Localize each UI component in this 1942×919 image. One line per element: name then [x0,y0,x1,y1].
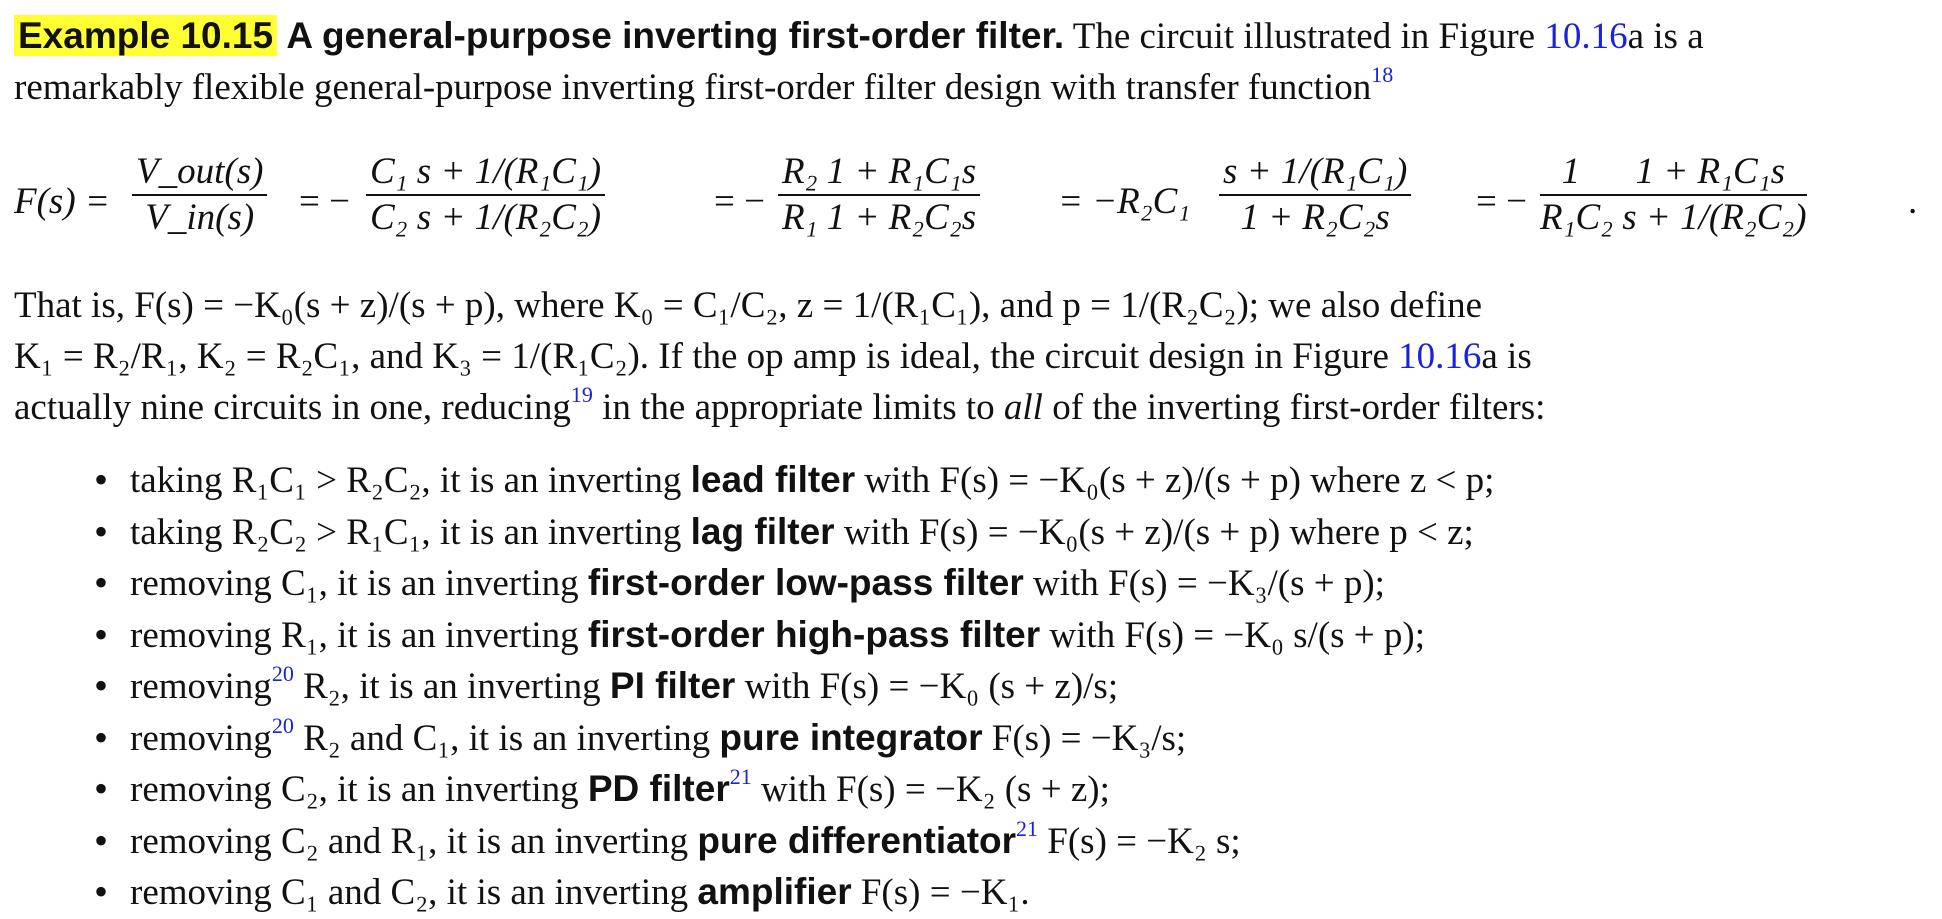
footnote-21-link[interactable]: 21 [1016,815,1039,841]
figure-ref-link-2[interactable]: 10.16 [1398,336,1482,377]
para2-line-2a: K₁ = R₂/R₁, K₂ = R₂C₁, and K₃ = 1/(R₁C₂)… [14,336,1389,377]
item-text: removing C₂ and R₁, it is an inverting [130,820,698,862]
emphasis-all: all [1003,387,1043,428]
para2-line-3b: in the appropriate limits to [592,387,995,428]
list-item: taking R₂C₂ > R₁C₁, it is an inverting l… [94,507,1494,559]
para2-line-3: actually nine circuits in one, reducing1… [14,382,1928,433]
para2-line-2b: a is [1481,336,1532,377]
footnote-18-link[interactable]: 18 [1371,62,1394,87]
para2-line-1: That is, F(s) = −K₀(s + z)/(s + p), wher… [14,285,1482,326]
footnote-20-link[interactable]: 20 [271,712,294,738]
eq-f2-denominator: C₂ s + 1/(R₂C₂) [370,197,602,238]
item-term: lead filter [690,459,856,500]
eq-fraction-2: C₁ s + 1/(R₁C₁) C₂ s + 1/(R₂C₂) [366,150,606,240]
list-item: removing C₁, it is an inverting first-or… [94,558,1494,610]
item-term: pure differentiator [697,819,1017,861]
example-label: Example 10.15 [14,15,278,56]
item-formula: with F(s) = −K₂ (s + z); [751,769,1110,810]
eq-fraction-4: s + 1/(R₁C₁) 1 + R₂C₂s [1219,150,1412,240]
eq-sign-4: = −R₂C₁ [1058,181,1191,222]
item-term: first-order high-pass filter [587,613,1041,655]
item-term: PD filter [587,768,730,809]
item-formula: with F(s) = −K₀ s/(s + p); [1040,614,1426,656]
item-formula: F(s) = −K₃/s; [982,717,1187,759]
para2-line-2: K₁ = R₂/R₁, K₂ = R₂C₁, and K₃ = 1/(R₁C₂)… [14,331,1928,382]
item-term: pure integrator [719,716,983,758]
item-text-mid: R₂, it is an inverting [293,666,610,707]
item-formula: with F(s) = −K₃/(s + p); [1023,563,1385,604]
item-text: removing [130,717,272,759]
eq-fraction-1: V_out(s) V_in(s) [132,150,268,240]
eq-f1-numerator: V_out(s) [132,150,268,196]
eq-f4-denominator: 1 + R₂C₂s [1240,197,1390,238]
eq-f5-numerator: 1 1 + R₁C₁s [1540,150,1807,196]
item-text: removing [130,666,272,707]
eq-sign-3: = − [714,181,765,222]
eq-f2-numerator: C₁ s + 1/(R₁C₁) [366,150,606,196]
example-title: A general-purpose inverting first-order … [286,15,1065,56]
intro-text-a: The circuit illustrated in Figure [1072,16,1536,57]
list-item: removing20 R₂ and C₁, it is an inverting… [94,713,1494,765]
intro-text-b: a is a [1627,16,1704,57]
footnote-19-link[interactable]: 19 [570,382,593,407]
eq-f5-denominator: R₁C₂ s + 1/(R₂C₂) [1540,197,1807,238]
para2-line-3a: actually nine circuits in one, reducing [14,387,571,428]
eq-sign-2: = − [299,181,350,222]
eq-f3-numerator: R₂ 1 + R₁C₁s [778,150,981,196]
list-item: removing C₂, it is an inverting PD filte… [94,764,1494,816]
filter-list: taking R₁C₁ > R₂C₂, it is an inverting l… [94,455,1494,919]
item-text: removing C₁, it is an inverting [130,563,588,604]
paragraph-2: That is, F(s) = −K₀(s + z)/(s + p), wher… [14,280,1928,433]
eq-sign-5: = − [1476,181,1527,222]
eq-fraction-3: R₂ 1 + R₁C₁s R₁ 1 + R₂C₂s [778,150,981,240]
intro-text-line2: remarkably flexible general-purpose inve… [14,67,1372,108]
item-term: lag filter [690,510,835,552]
item-text: taking R₁C₁ > R₂C₂, it is an inverting [130,460,691,501]
item-text: removing C₁ and C₂, it is an inverting [130,872,698,913]
eq-f3-denominator: R₁ 1 + R₂C₂s [782,197,977,238]
item-text-mid: R₂ and C₁, it is an inverting [293,717,720,759]
item-text: taking R₂C₂ > R₁C₁, it is an inverting [130,511,691,553]
list-item: removing C₂ and R₁, it is an inverting p… [94,816,1494,868]
list-item: removing20 R₂, it is an inverting PI fil… [94,661,1494,713]
eq-f1-denominator: V_in(s) [145,197,255,238]
list-item: removing R₁, it is an inverting first-or… [94,610,1494,662]
footnote-20-link[interactable]: 20 [271,661,294,686]
item-term: PI filter [609,665,736,706]
item-formula: F(s) = −K₁. [851,872,1030,913]
eq-lhs: F(s) = [14,181,110,222]
eq-end: . [1908,181,1918,222]
item-formula: with F(s) = −K₀(s + z)/(s + p) where p <… [834,511,1474,553]
list-item: taking R₁C₁ > R₂C₂, it is an inverting l… [94,455,1494,507]
para2-line-3c: of the inverting first-order filters: [1042,387,1546,428]
example-intro-line-1: Example 10.15 A general-purpose invertin… [14,10,1928,62]
list-item: removing C₁ and C₂, it is an inverting a… [94,867,1494,919]
item-term: amplifier [697,871,852,912]
figure-ref-link[interactable]: 10.16 [1544,16,1628,57]
eq-fraction-5: 1 1 + R₁C₁s R₁C₂ s + 1/(R₂C₂) [1540,150,1807,240]
footnote-21-link[interactable]: 21 [729,764,752,789]
item-formula: with F(s) = −K₀(s + z)/(s + p) where z <… [855,460,1495,501]
item-formula: F(s) = −K₂ s; [1038,820,1241,862]
item-text: removing C₂, it is an inverting [130,769,588,810]
eq-f4-numerator: s + 1/(R₁C₁) [1219,150,1412,196]
item-formula: with F(s) = −K₀ (s + z)/s; [735,666,1119,707]
item-term: first-order low-pass filter [587,562,1024,603]
page: Example 10.15 A general-purpose invertin… [14,10,1928,917]
transfer-function-equation: F(s) = V_out(s) V_in(s) = − C₁ s + 1/(R₁… [14,150,1928,260]
item-text: removing R₁, it is an inverting [130,614,588,656]
example-intro-line-2: remarkably flexible general-purpose inve… [14,62,1928,113]
